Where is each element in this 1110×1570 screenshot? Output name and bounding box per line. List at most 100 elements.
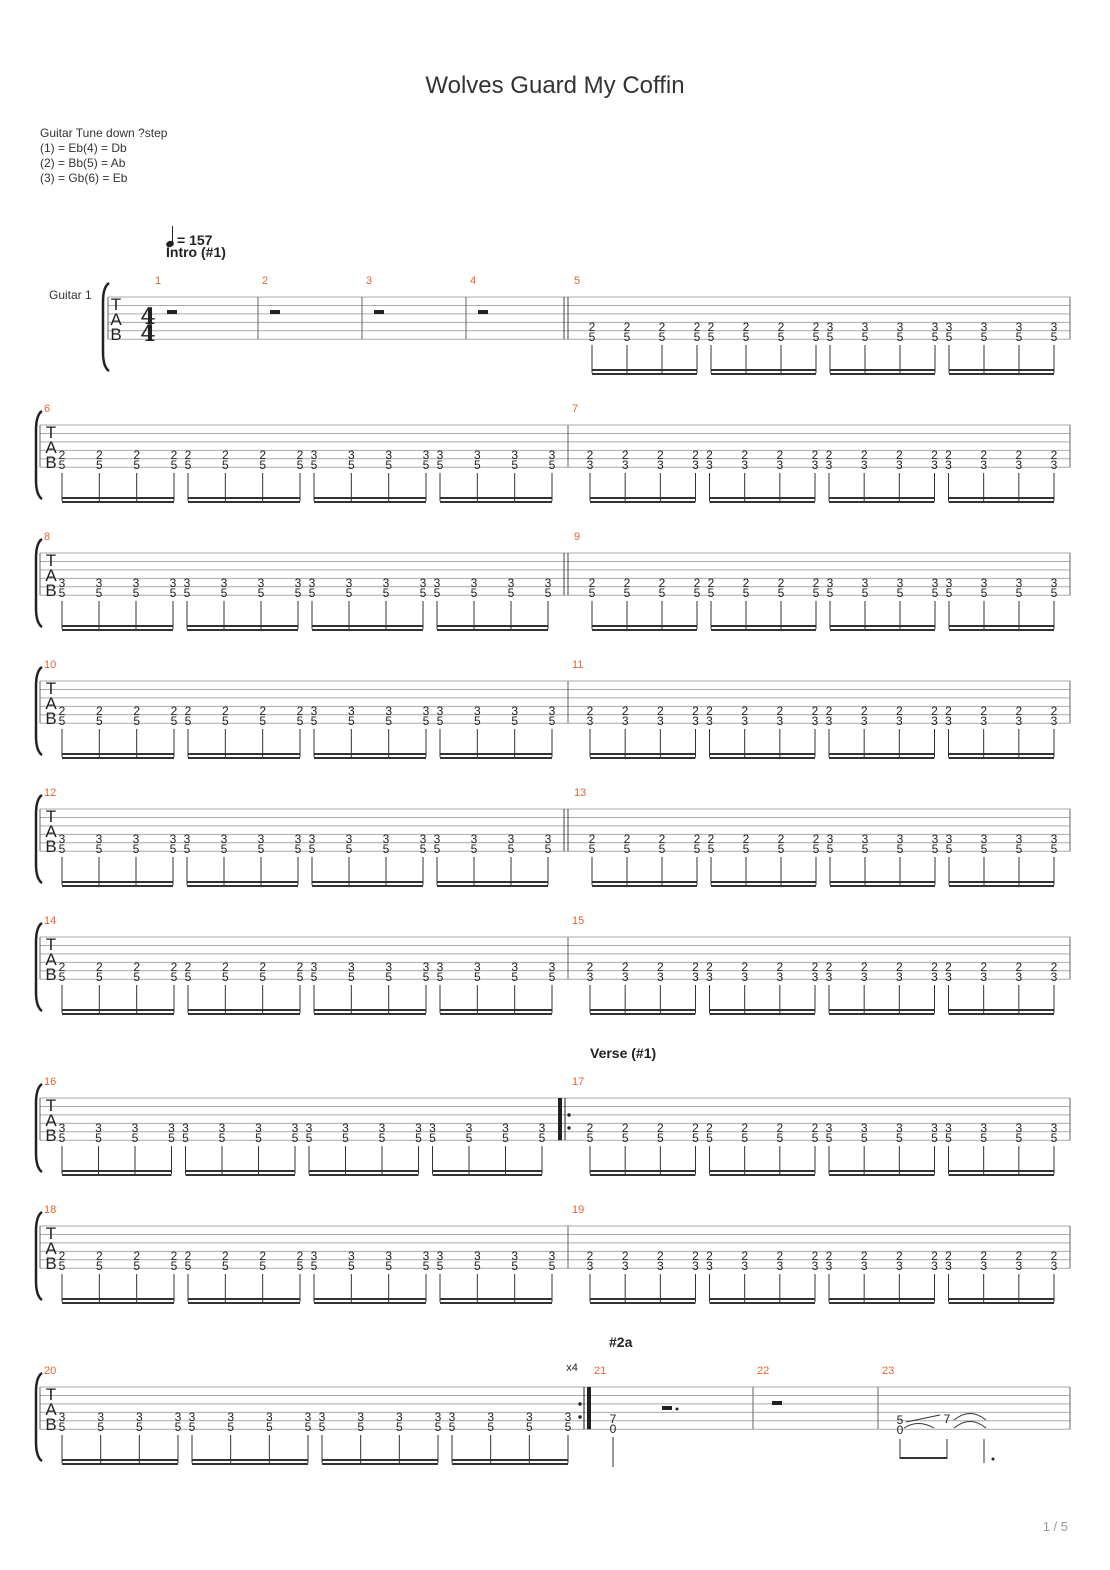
- fret-number: 3: [945, 714, 952, 728]
- fret-number: 5: [423, 970, 430, 984]
- fret-number: 5: [297, 458, 304, 472]
- fret-number: 5: [297, 714, 304, 728]
- fret-number: 3: [311, 960, 318, 974]
- fret-number: 2: [826, 448, 833, 462]
- fret-number: 5: [981, 586, 988, 600]
- fret-number: 2: [741, 1249, 748, 1263]
- time-signature-top: 4: [140, 304, 155, 330]
- fret-number: 5: [708, 586, 715, 600]
- fret-number: 3: [692, 1259, 699, 1273]
- fret-number: 2: [741, 1121, 748, 1135]
- fret-number: 2: [694, 832, 701, 846]
- fret-number: 5: [659, 586, 666, 600]
- fret-number: 3: [471, 576, 478, 590]
- fret-number: 5: [545, 586, 552, 600]
- fret-number: 5: [1016, 586, 1023, 600]
- fret-number: 3: [931, 1259, 938, 1273]
- system-brace: [34, 921, 43, 1013]
- fret-number: 2: [706, 1121, 713, 1135]
- fret-number: 5: [487, 1420, 494, 1434]
- fret-number: 3: [306, 1121, 313, 1135]
- fret-number: 3: [508, 832, 515, 846]
- fret-number: 2: [776, 448, 783, 462]
- fret-number: 3: [437, 704, 444, 718]
- fret-number: 5: [813, 586, 820, 600]
- tab-clef-b: B: [45, 709, 56, 728]
- fret-number: 3: [931, 714, 938, 728]
- fret-number: 5: [59, 1420, 66, 1434]
- fret-number: 3: [420, 576, 427, 590]
- fret-number: 3: [396, 1410, 403, 1424]
- system-brace: [34, 1082, 43, 1174]
- tab-clef-a: A: [45, 1400, 57, 1419]
- fret-number: 5: [357, 1420, 364, 1434]
- fret-number: 5: [741, 1131, 748, 1145]
- fret-number: 3: [1051, 320, 1058, 334]
- fret-number: 3: [420, 832, 427, 846]
- time-signature-bottom: 4: [140, 321, 155, 347]
- fret-number: 3: [692, 970, 699, 984]
- fret-number: 2: [587, 1249, 594, 1263]
- fret-number: 2: [708, 320, 715, 334]
- fret-number: 3: [423, 448, 430, 462]
- fret-number: 3: [435, 1410, 442, 1424]
- fret-number: 3: [385, 704, 392, 718]
- fret-number: 3: [133, 576, 140, 590]
- tab-clef-a: A: [45, 694, 57, 713]
- fret-number: 2: [259, 1249, 266, 1263]
- fret-number: 5: [549, 714, 556, 728]
- fret-number: 5: [396, 1420, 403, 1434]
- fret-number: 3: [812, 714, 819, 728]
- fret-number: 3: [622, 970, 629, 984]
- fret-number: 2: [778, 320, 785, 334]
- fret-number: 2: [776, 1249, 783, 1263]
- section-verse: Verse (#1): [590, 1045, 657, 1061]
- fret-number: 2: [1051, 960, 1058, 974]
- fret-number: 3: [692, 458, 699, 472]
- fret-number: 5: [657, 1131, 664, 1145]
- system-brace: [34, 537, 43, 629]
- fret-number: 3: [96, 576, 103, 590]
- fret-number: 3: [1051, 1259, 1058, 1273]
- fret-number: 5: [659, 842, 666, 856]
- fret-number: 5: [385, 458, 392, 472]
- fret-number: 5: [437, 970, 444, 984]
- fret-number: 5: [931, 1131, 938, 1145]
- fret-number: 5: [827, 586, 834, 600]
- fret-number: 3: [385, 448, 392, 462]
- fret-number: 5: [1051, 842, 1058, 856]
- fret-number: 3: [348, 1249, 355, 1263]
- fret-number: 2: [945, 448, 952, 462]
- fret-number: 2: [657, 1121, 664, 1135]
- fret-number: 3: [896, 458, 903, 472]
- fret-number: 2: [896, 960, 903, 974]
- fret-number: 2: [96, 1249, 103, 1263]
- fret-number: 5: [897, 1413, 904, 1427]
- fret-number: 5: [96, 586, 103, 600]
- fret-number: 3: [946, 832, 953, 846]
- fret-number: 5: [508, 842, 515, 856]
- half-rest: [662, 1406, 672, 1410]
- fret-number: 3: [357, 1410, 364, 1424]
- fret-number: 3: [311, 1249, 318, 1263]
- fret-number: 2: [861, 448, 868, 462]
- fret-number: 5: [222, 1259, 229, 1273]
- fret-number: 2: [812, 960, 819, 974]
- fret-number: 3: [429, 1121, 436, 1135]
- fret-number: 3: [827, 576, 834, 590]
- repeat-dot: [567, 1113, 571, 1117]
- fret-number: 3: [437, 448, 444, 462]
- tab-clef-t: T: [46, 423, 56, 442]
- fret-number: 3: [862, 320, 869, 334]
- fret-number: 2: [297, 960, 304, 974]
- fret-number: 3: [292, 1121, 299, 1135]
- fret-number: 5: [423, 714, 430, 728]
- fret-number: 5: [96, 458, 103, 472]
- fret-number: 5: [827, 842, 834, 856]
- fret-number: 2: [812, 1121, 819, 1135]
- fret-number: 5: [59, 458, 66, 472]
- fret-number: 2: [589, 320, 596, 334]
- repeat-start-bar: [558, 1098, 562, 1141]
- measure-number: 5: [574, 275, 580, 287]
